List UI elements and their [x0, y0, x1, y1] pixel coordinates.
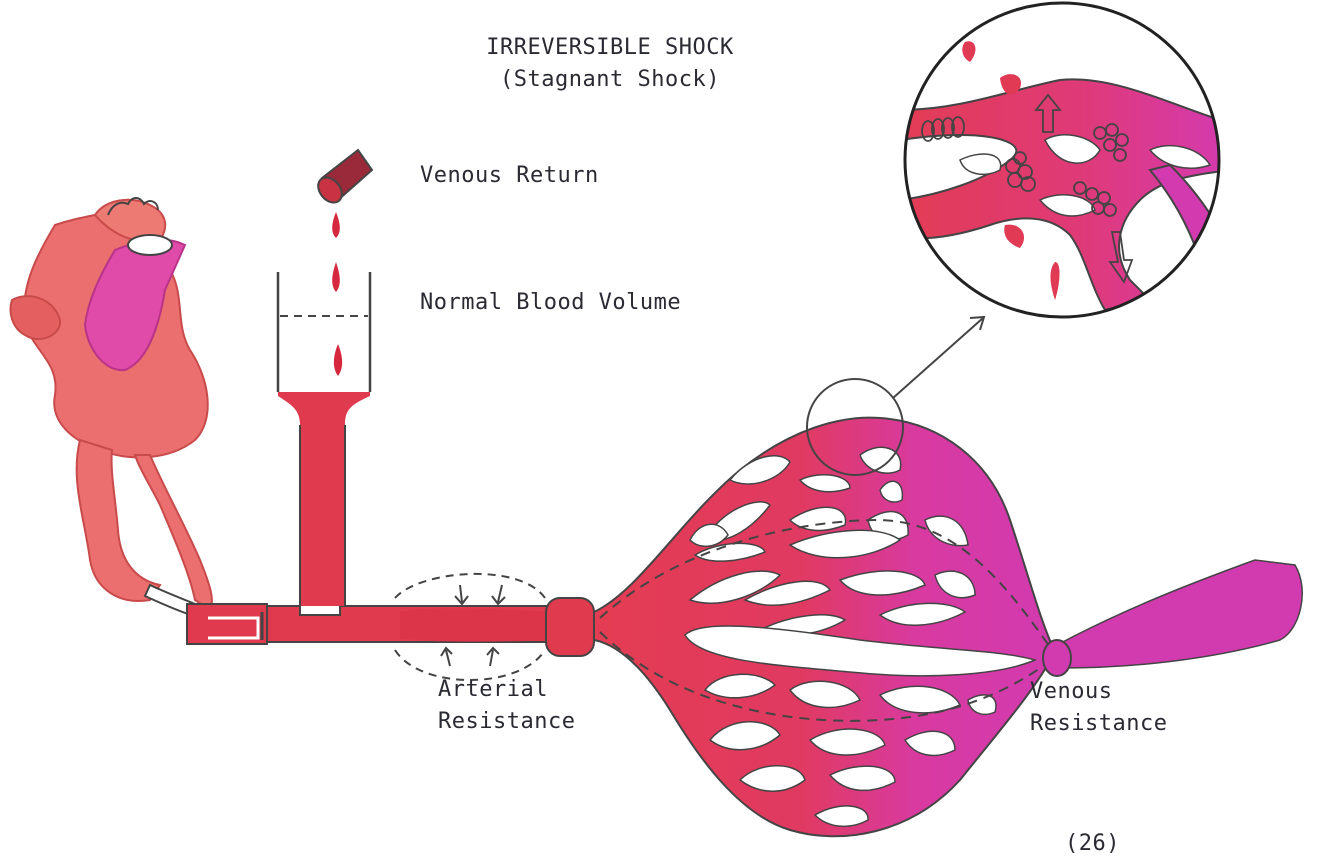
arrow-down [455, 585, 468, 604]
arterial-sphincter [546, 598, 594, 656]
heart-illustration [11, 198, 212, 618]
label-venous-return: Venous Return [420, 160, 599, 192]
artery-narrowing [400, 608, 555, 642]
venous-return-tube [313, 150, 372, 376]
diagram-title: IRREVERSIBLE SHOCK [430, 32, 790, 64]
diagram-subtitle: (Stagnant Shock) [430, 64, 790, 96]
label-arterial: Arterial [438, 674, 575, 706]
arrow-up [487, 648, 499, 666]
vessel-opening [128, 235, 172, 255]
label-normal-blood-volume: Normal Blood Volume [420, 287, 681, 319]
label-venous: Venous [1030, 676, 1167, 708]
reservoir-fill [278, 392, 370, 606]
magnify-arrow [893, 318, 983, 398]
capillary-bed [594, 418, 1302, 837]
page-number: (26) [1065, 828, 1120, 860]
blood-reservoir [278, 272, 370, 606]
magnified-inset [900, 3, 1230, 317]
arrow-up [441, 648, 452, 666]
blood-drop [332, 262, 340, 292]
arrow-down [492, 585, 505, 604]
blood-drop [332, 212, 340, 238]
label-arterial-resistance: Resistance [438, 706, 575, 738]
arterial-line [187, 598, 594, 656]
venous-sphincter [1043, 640, 1071, 676]
label-venous-resistance: Resistance [1030, 708, 1167, 740]
blood-drop [334, 344, 342, 376]
venous-outflow-tube [1048, 560, 1302, 668]
